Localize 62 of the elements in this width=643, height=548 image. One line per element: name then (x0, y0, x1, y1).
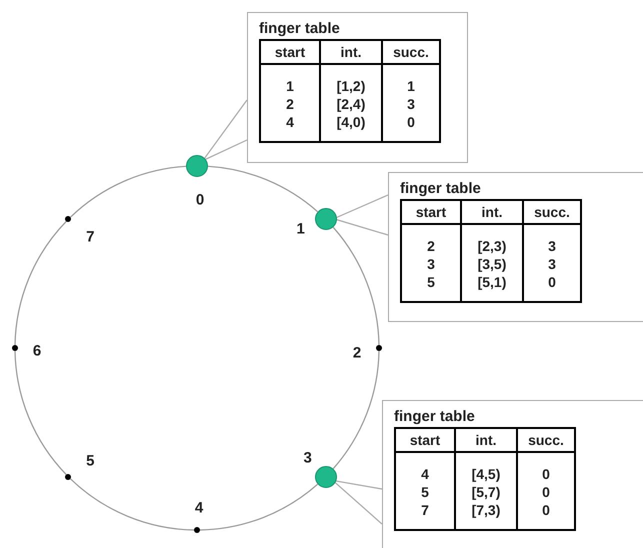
table-value: 0 (548, 272, 556, 292)
node-id-label: 1 (296, 222, 305, 237)
table-title: finger table (394, 407, 475, 427)
ring-arc (332, 226, 380, 346)
ring-arc (70, 166, 186, 218)
node-id-label: 7 (86, 230, 94, 245)
column-header: start (410, 430, 440, 450)
table-title: finger table (259, 19, 340, 39)
table-value: [2,4) (336, 94, 366, 114)
table-title: finger table (400, 179, 481, 199)
table-value: 3 (427, 254, 435, 274)
ring-arc (14, 350, 67, 475)
table-value: 4 (421, 464, 429, 484)
table-value: 0 (407, 112, 415, 132)
callout-pointer (202, 99, 248, 162)
table-value: 4 (286, 112, 294, 132)
table-value: 3 (548, 236, 556, 256)
callout-box (382, 400, 643, 548)
column-header: start (274, 42, 306, 62)
table-value: [4,0) (336, 112, 366, 132)
column-header: start (416, 202, 446, 222)
table-value: [7,3) (472, 500, 500, 520)
table-value: 3 (407, 94, 415, 114)
table-value: 0 (542, 464, 550, 484)
table-value: 3 (548, 254, 556, 274)
column-header: int. (476, 430, 496, 450)
table-value: 2 (286, 94, 294, 114)
callout-box (247, 12, 468, 163)
column-header: int. (340, 42, 362, 62)
table-value: 1 (407, 76, 415, 96)
ring-arc (332, 350, 380, 470)
ring-arc (70, 478, 194, 531)
table-value: 0 (542, 482, 550, 502)
column-header: succ. (528, 430, 564, 450)
column-header: int. (482, 202, 502, 222)
ring-node (186, 155, 208, 177)
ring-node (314, 466, 337, 488)
table-value: [1,2) (336, 76, 366, 96)
ring-arc (208, 166, 318, 212)
node-id-label: 5 (86, 453, 94, 468)
table-value: [5,1) (478, 272, 506, 292)
ring-arc (200, 484, 318, 531)
ring-node (314, 208, 337, 230)
table-value: 1 (286, 76, 294, 96)
table-value: [5,7) (472, 482, 500, 502)
node-id-label: 0 (196, 192, 204, 208)
table-value: 0 (542, 500, 550, 520)
callout-box (388, 172, 643, 322)
node-id-label: 3 (304, 450, 312, 466)
table-value: 5 (421, 482, 429, 502)
ring-arc (14, 221, 67, 346)
table-value: [2,3) (478, 236, 506, 256)
table-value: 5 (427, 272, 435, 292)
table-value: 2 (427, 236, 435, 256)
node-id-label: 2 (352, 346, 362, 360)
node-id-label: 6 (32, 344, 42, 358)
node-id-label: 4 (194, 500, 204, 516)
table-value: [3,5) (478, 254, 506, 274)
column-header: succ. (393, 42, 429, 62)
table-value: [4,5) (472, 464, 500, 484)
table-value: 7 (421, 500, 429, 520)
column-header: succ. (534, 202, 570, 222)
